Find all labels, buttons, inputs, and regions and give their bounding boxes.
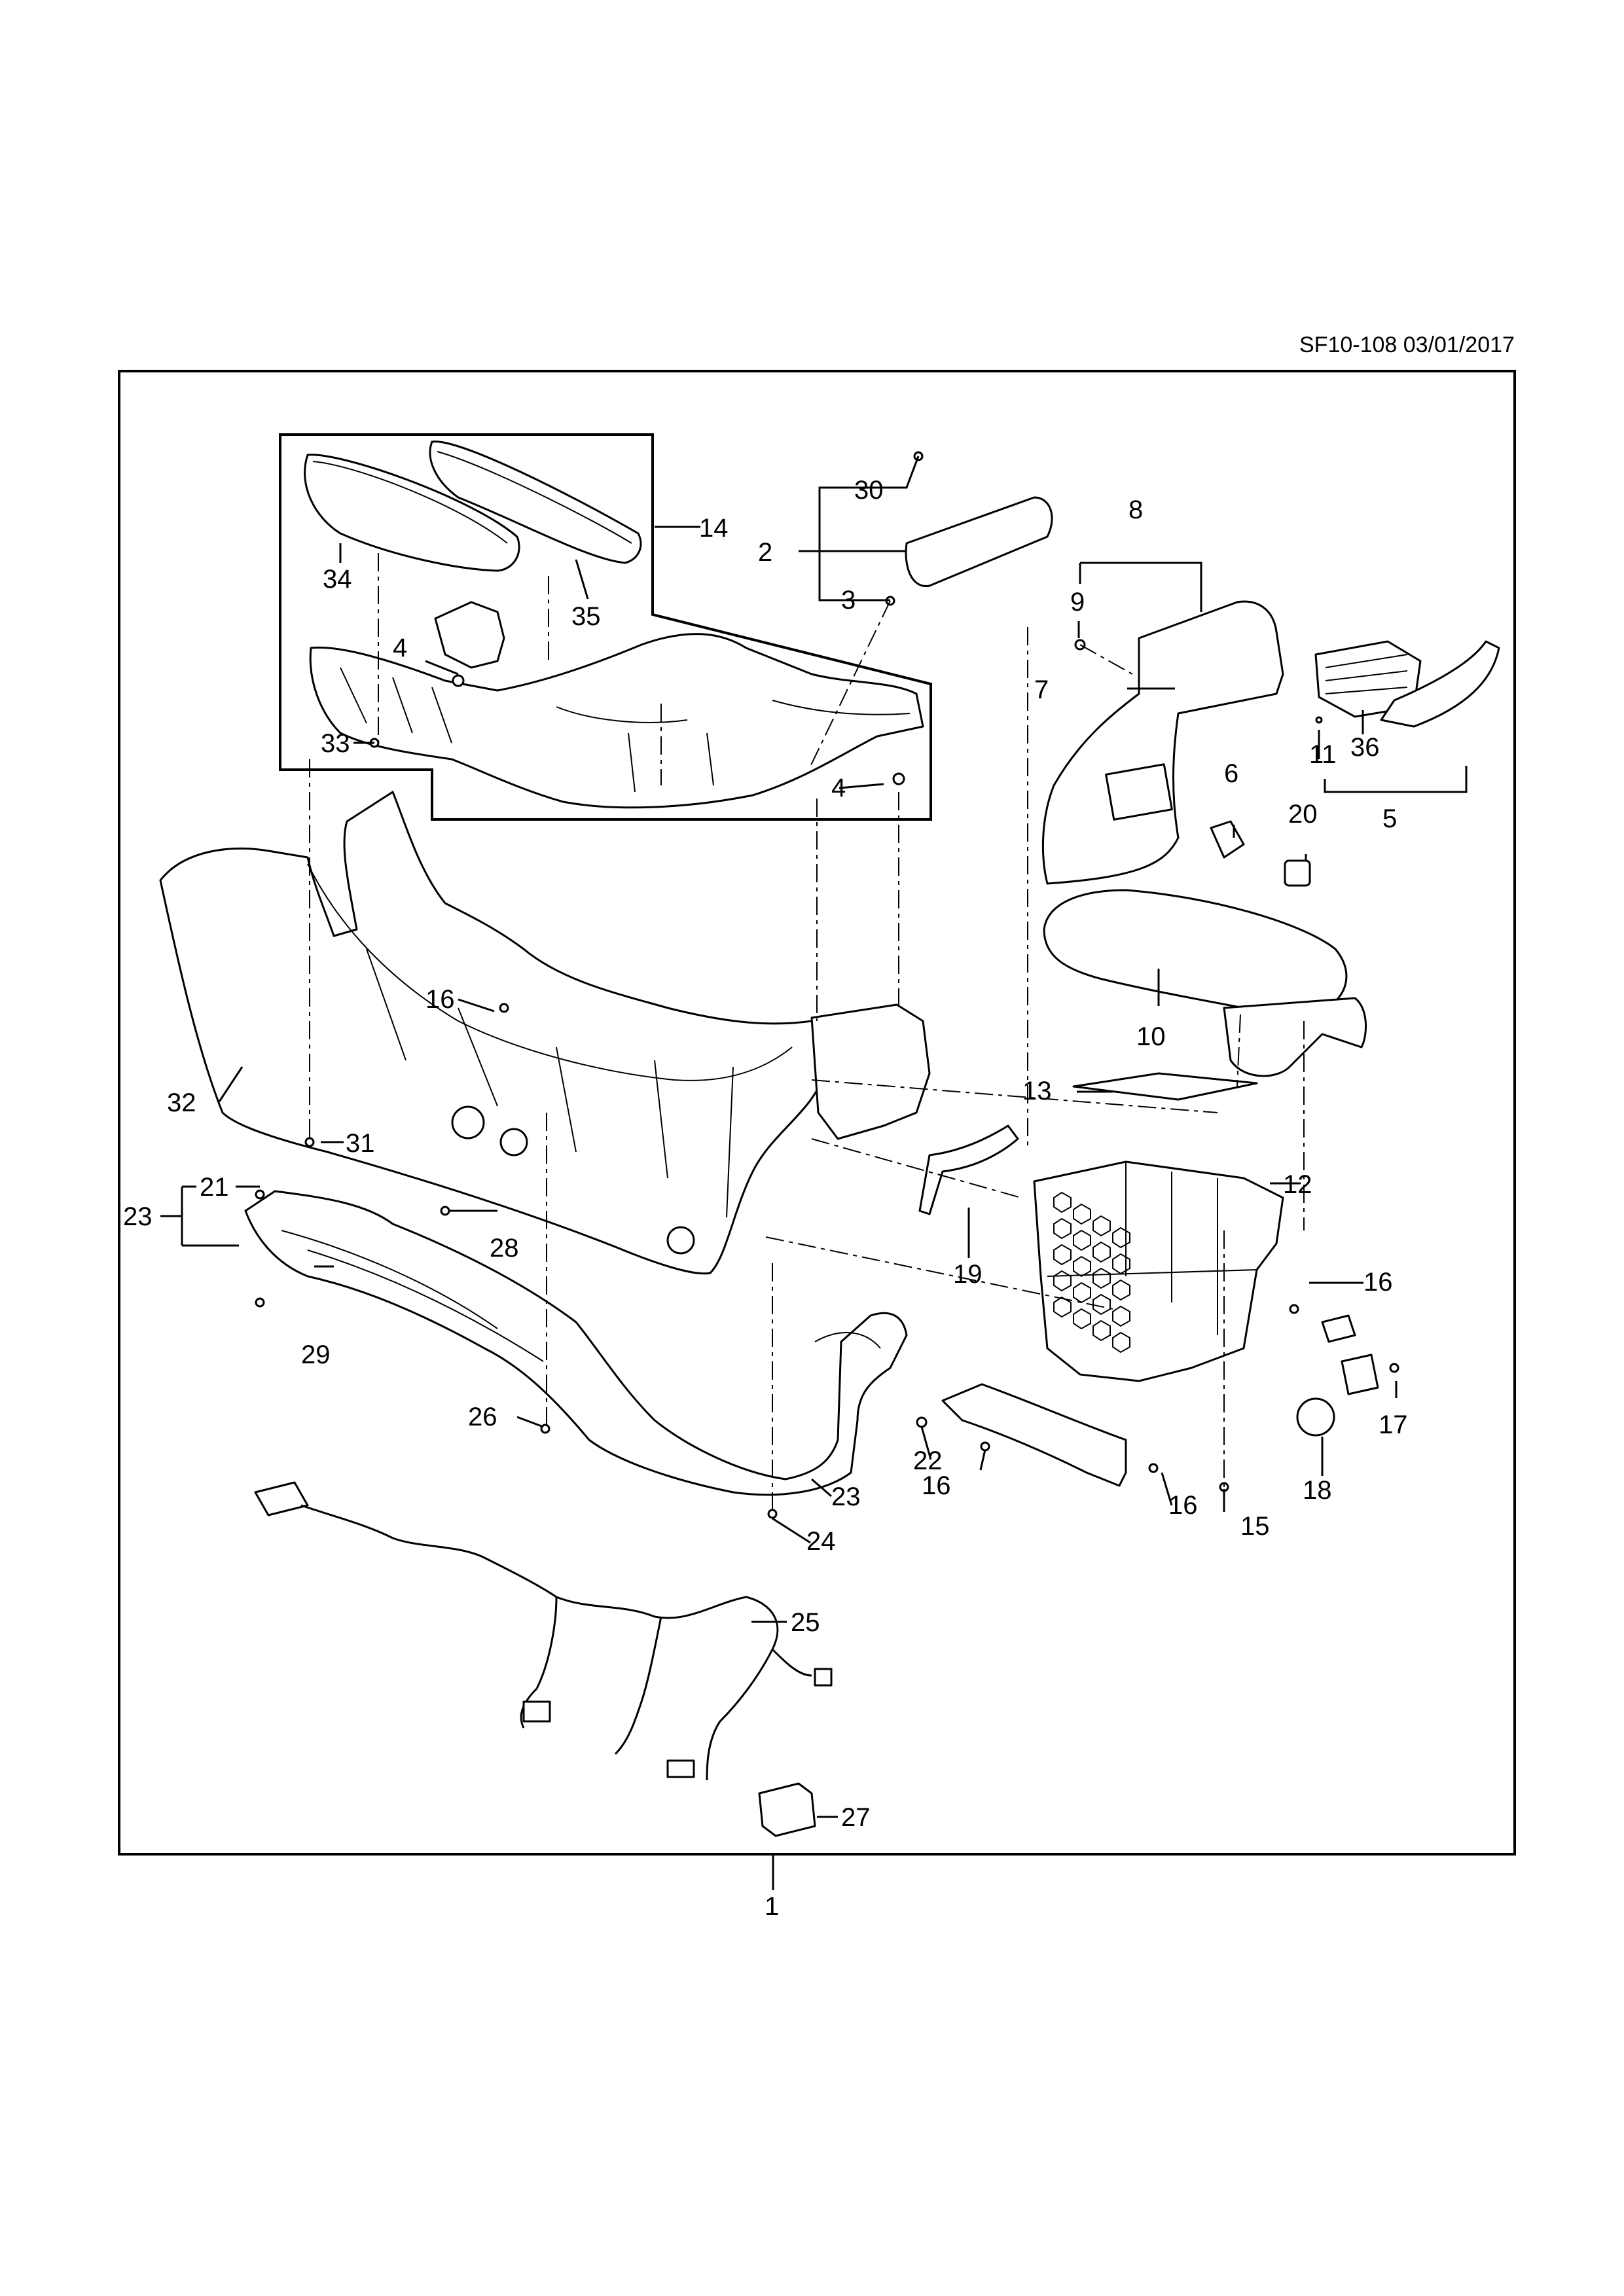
part-32-hole-b	[499, 1128, 528, 1157]
callout-4-right: 4	[831, 774, 846, 802]
callout-24: 24	[806, 1527, 836, 1556]
part-14-bracket	[434, 601, 505, 669]
document-reference: SF10-108 03/01/2017	[1299, 332, 1515, 357]
part-23-lower-trim	[244, 1190, 908, 1496]
part-32-console-inner	[307, 863, 793, 1218]
callout-28: 28	[490, 1234, 519, 1263]
part-10-armrest-lid	[1043, 889, 1348, 1009]
part-14-upper-trim-rib	[340, 667, 911, 793]
callout-31: 31	[346, 1129, 375, 1158]
part-10-hinge	[1223, 997, 1367, 1077]
callout-8: 8	[1128, 495, 1143, 524]
callout-16-console: 16	[425, 985, 455, 1014]
callout-17: 17	[1379, 1410, 1408, 1439]
callout-1: 1	[765, 1892, 779, 1921]
callout-34: 34	[323, 565, 352, 594]
part-12-hex-grid	[1053, 1191, 1130, 1354]
callout-26: 26	[468, 1403, 497, 1431]
part-23-trim-ridge	[281, 1230, 881, 1362]
alignment-lines	[309, 553, 1305, 1514]
part-35-pad-edge	[437, 451, 632, 544]
callout-15: 15	[1240, 1512, 1270, 1541]
callout-32: 32	[167, 1088, 196, 1117]
subassembly-frame-14	[279, 433, 932, 821]
part-17-clip	[1341, 1354, 1379, 1395]
callout-23-right: 23	[831, 1482, 861, 1511]
callout-6: 6	[1224, 759, 1238, 788]
part-35-pad	[429, 440, 642, 564]
part-32-rear-bracket	[810, 1003, 931, 1140]
callout-23-left: 23	[123, 1202, 153, 1231]
callout-4-upper: 4	[393, 634, 407, 662]
callout-19: 19	[953, 1260, 983, 1289]
part-25-wiring-harness	[254, 1481, 833, 1781]
callout-9: 9	[1070, 588, 1085, 617]
callout-12: 12	[1283, 1170, 1312, 1199]
callout-16-bracket-right: 16	[1168, 1491, 1198, 1520]
callout-11: 11	[1309, 740, 1337, 769]
part-12-storage-bin	[1033, 1160, 1284, 1382]
callout-20: 20	[1288, 800, 1318, 829]
callout-14: 14	[699, 514, 729, 543]
part-6-switch	[1210, 820, 1245, 859]
callout-21: 21	[200, 1173, 229, 1202]
part-5-trim-bezel	[1380, 640, 1500, 728]
callout-29: 29	[301, 1340, 331, 1369]
callout-13: 13	[1022, 1077, 1052, 1105]
callout-10: 10	[1136, 1022, 1166, 1051]
callout-7: 7	[1034, 675, 1049, 704]
part-8-switch-opening	[1105, 763, 1173, 821]
callout-3: 3	[841, 586, 856, 615]
part-34-pad-edge	[312, 461, 508, 544]
callout-18: 18	[1303, 1476, 1332, 1505]
callout-16-bin-right: 16	[1363, 1268, 1393, 1297]
callout-16-bracket-left: 16	[922, 1471, 951, 1500]
part-13-mat	[1072, 1072, 1258, 1101]
callout-30: 30	[854, 476, 884, 505]
part-18-knob	[1296, 1397, 1335, 1437]
callout-22: 22	[913, 1446, 943, 1475]
callout-labels: 1 2 3 4 4 5 6 7 8 9 10 11 12 13 14 15 16…	[123, 476, 1408, 1921]
callout-36: 36	[1350, 733, 1380, 762]
part-32-hole-a	[451, 1105, 485, 1139]
callout-5: 5	[1382, 804, 1397, 833]
callout-35: 35	[571, 602, 601, 631]
part-16-clip-right	[1321, 1314, 1356, 1343]
part-5-vent-slats	[1325, 654, 1408, 694]
part-27-connector	[758, 1782, 816, 1837]
leader-lines	[160, 456, 1468, 1890]
part-12-bracket	[941, 1383, 1127, 1487]
callout-2: 2	[758, 538, 772, 567]
part-8-side-panel	[1041, 600, 1284, 885]
part-19-handle	[918, 1124, 1019, 1215]
part-34-pad	[304, 454, 520, 572]
part-20-button	[1284, 859, 1311, 887]
part-2-cap	[905, 496, 1053, 587]
callout-27: 27	[841, 1803, 871, 1832]
callout-33: 33	[321, 729, 350, 758]
diagram-frame	[118, 370, 1516, 1856]
part-12-bin-edge	[1047, 1162, 1257, 1335]
callout-25: 25	[791, 1608, 820, 1637]
part-32-hole-c	[666, 1226, 695, 1255]
